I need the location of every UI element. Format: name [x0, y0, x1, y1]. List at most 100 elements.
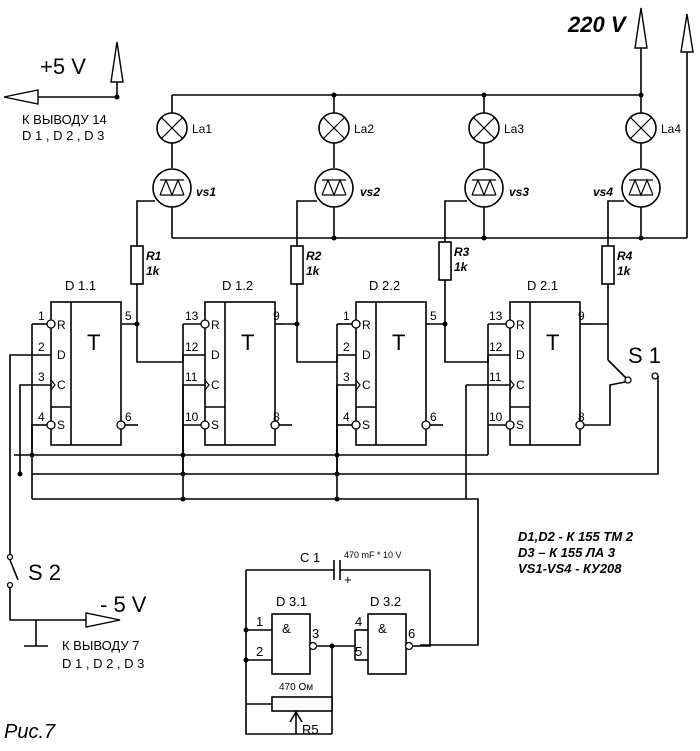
switch-s1-label: S 1: [628, 343, 661, 368]
svg-text:1: 1: [343, 309, 350, 323]
lamp-label-3: La3: [504, 122, 524, 136]
svg-text:12: 12: [489, 340, 503, 354]
lamp-label-2: La2: [354, 122, 374, 136]
supply-plus5v-label: +5 V: [40, 54, 86, 79]
flipflop-title: D 1.1: [65, 278, 96, 293]
svg-text:6: 6: [408, 626, 415, 641]
svg-text:1: 1: [38, 309, 45, 323]
capacitor-value: 470 mF * 10 V: [344, 550, 402, 560]
svg-text:3: 3: [343, 370, 350, 384]
svg-text:C: C: [362, 378, 371, 392]
svg-text:5: 5: [430, 309, 437, 323]
svg-text:T: T: [392, 330, 405, 355]
arrow-left-icon: [3, 89, 39, 105]
lamp-column-4: [621, 95, 661, 238]
pot-name: R5: [302, 722, 319, 737]
pin7-label: К ВЫВОДУ 7: [62, 638, 139, 653]
switch-contact-icon: [6, 553, 14, 561]
svg-text:8: 8: [578, 410, 585, 424]
svg-text:T: T: [546, 330, 559, 355]
arrow-up-icon: [634, 7, 694, 53]
svg-text:11: 11: [489, 370, 502, 384]
flipflop-d2-1: D 2.1 R D C S T 13 12 11 10 9 8: [488, 278, 593, 446]
resistor-name-1: R1: [146, 249, 162, 263]
svg-text:6: 6: [430, 410, 437, 424]
switch-contact-icon: [624, 376, 632, 384]
lamp-label-1: La1: [192, 122, 212, 136]
svg-text:13: 13: [185, 309, 199, 323]
svg-text:D: D: [516, 348, 525, 362]
resistor-icon: [438, 241, 452, 281]
thyristor-label-3: vs3: [509, 185, 529, 199]
svg-text:C: C: [57, 378, 66, 392]
gate-d3-1: D 3.1 & 1 2 3: [246, 594, 355, 675]
svg-text:1: 1: [256, 614, 263, 629]
svg-text:D: D: [211, 348, 220, 362]
lamp-label-4: La4: [661, 122, 681, 136]
svg-text:2: 2: [256, 644, 263, 659]
note-line-2: D3 – К 155 ЛА 3: [518, 545, 616, 560]
switch-contact-icon: [651, 372, 659, 380]
arrow-right-icon: [85, 612, 121, 628]
svg-text:9: 9: [578, 309, 585, 323]
svg-text:C: C: [516, 378, 525, 392]
gate-d3-2: D 3.2 & 4 5 6: [355, 594, 420, 675]
resistor-value-4: 1k: [617, 264, 632, 278]
resistor-value-1: 1k: [146, 264, 161, 278]
svg-text:D: D: [57, 348, 66, 362]
svg-text:R: R: [516, 318, 525, 332]
resistor-name-2: R2: [306, 249, 322, 263]
svg-text:R: R: [362, 318, 371, 332]
svg-text:&: &: [378, 621, 387, 636]
capacitor-polarity: +: [344, 572, 352, 587]
resistor-value-2: 1k: [306, 264, 321, 278]
svg-text:R: R: [57, 318, 66, 332]
lamp-column-3: [464, 95, 504, 238]
resistor-name-3: R3: [454, 245, 470, 259]
flipflop-title: D 2.1: [527, 278, 558, 293]
svg-text:5: 5: [125, 309, 132, 323]
svg-text:D: D: [362, 348, 371, 362]
switch-s2-label: S 2: [28, 560, 61, 585]
arrow-up-icon: [110, 41, 124, 83]
capacitor-name: C 1: [300, 550, 320, 565]
note-line-3: VS1-VS4 - КУ208: [518, 561, 622, 576]
flipflop-title: D 1.2: [222, 278, 253, 293]
flipflop-d2-2: D 2.2 R D C S T 1 2 3 4 5 6: [337, 278, 443, 446]
svg-text:6: 6: [125, 410, 132, 424]
svg-text:S: S: [211, 418, 219, 432]
svg-text:S: S: [516, 418, 524, 432]
svg-text:3: 3: [312, 626, 319, 641]
resistor-value-3: 1k: [454, 260, 469, 274]
thyristor-label-4: vs4: [593, 185, 613, 199]
svg-text:T: T: [87, 330, 100, 355]
svg-text:4: 4: [355, 614, 362, 629]
figure-caption: Рис.7: [4, 721, 56, 743]
gate-title: D 3.2: [370, 594, 401, 609]
gate-title: D 3.1: [276, 594, 307, 609]
supply-minus5v-label: - 5 V: [100, 592, 147, 617]
flipflop-d1-1: D 1.1 R D C S T 1 2 3 4 5 6: [32, 278, 138, 446]
svg-text:C: C: [211, 378, 220, 392]
resistor-name-4: R4: [617, 249, 633, 263]
resistor-icon: [601, 245, 615, 285]
pot-value: 470 Ом: [279, 682, 313, 693]
switch-contact-icon: [6, 581, 14, 589]
note-line-1: D1,D2 - К 155 ТМ 2: [518, 529, 634, 544]
lamp-column-2: [314, 95, 354, 238]
thyristor-icon: [464, 168, 504, 208]
thyristor-label-2: vs2: [360, 185, 380, 199]
svg-text:12: 12: [185, 340, 199, 354]
svg-text:S: S: [57, 418, 65, 432]
thyristor-label-1: vs1: [196, 185, 216, 199]
lamp-column-1: [152, 95, 192, 238]
svg-text:9: 9: [273, 309, 280, 323]
svg-text:10: 10: [489, 410, 503, 424]
flipflop-title: D 2.2: [369, 278, 400, 293]
svg-text:10: 10: [185, 410, 199, 424]
flipflop-d1-2: D 1.2 R D C S T 13 12 11 10 9 8: [183, 278, 292, 446]
thyristor-icon: [621, 168, 661, 208]
svg-text:T: T: [241, 330, 254, 355]
resistor-icon: [130, 245, 144, 285]
